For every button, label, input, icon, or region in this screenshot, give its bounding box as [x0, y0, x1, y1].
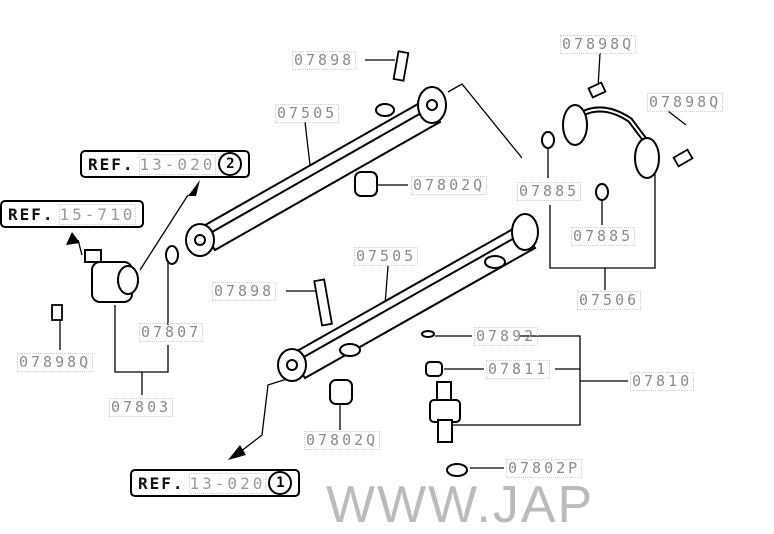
grommet-icon [425, 361, 443, 377]
o-ring-icon [595, 183, 609, 201]
fuel-rail-mid [277, 213, 539, 382]
part-label-07807[interactable]: 07807 [139, 323, 204, 342]
part-label-07811[interactable]: 07811 [486, 360, 551, 379]
insulator-icon [329, 379, 353, 405]
part-label-07802p[interactable]: 07802P [506, 459, 583, 478]
ref-circle-number: 2 [218, 152, 243, 176]
bolt-icon [313, 278, 333, 327]
part-label-07505[interactable]: 07505 [275, 104, 340, 123]
ref-13-020-2-link[interactable]: REF. 13-020 2 [80, 150, 251, 178]
ref-number[interactable]: 15-710 [58, 203, 137, 225]
injector-bracket [450, 335, 581, 426]
part-label-07898[interactable]: 07898 [212, 282, 277, 301]
insulator-icon [354, 171, 378, 197]
ref-prefix: REF. [8, 204, 55, 224]
seal-icon [421, 330, 435, 338]
ref-prefix: REF. [88, 154, 135, 174]
ref-number[interactable]: 13-020 [138, 153, 217, 175]
fuel-rail-top [185, 86, 447, 257]
part-label-07898q[interactable]: 07898Q [17, 353, 94, 372]
ref-15-710-link[interactable]: REF. 15-710 [0, 200, 145, 228]
pressure-regulator-icon [84, 249, 139, 303]
leader-line [597, 52, 601, 89]
ref-circle-number: 1 [268, 471, 293, 495]
leader-line [384, 265, 389, 306]
part-label-07802q[interactable]: 07802Q [411, 176, 488, 195]
ref-13-020-1-link[interactable]: REF. 13-020 1 [130, 469, 301, 497]
part-label-07898q[interactable]: 07898Q [647, 93, 724, 112]
watermark: WWW.JAP [326, 476, 595, 534]
fuel-pipe [562, 104, 660, 179]
leader-line [667, 110, 687, 126]
arrow-icon [66, 232, 80, 245]
ref-prefix: REF. [138, 473, 185, 493]
part-label-07505[interactable]: 07505 [354, 247, 419, 266]
bolt-icon [392, 50, 410, 82]
bolt-icon [672, 148, 694, 168]
part-label-07898[interactable]: 07898 [292, 51, 357, 70]
part-label-07892[interactable]: 07892 [474, 327, 539, 346]
arrow-icon [228, 445, 246, 460]
bolt-icon [587, 81, 607, 99]
leader-line [239, 377, 291, 453]
leader-line [304, 121, 311, 166]
o-ring-icon [541, 131, 555, 149]
part-label-07885[interactable]: 07885 [571, 227, 636, 246]
part-label-07802q[interactable]: 07802Q [304, 431, 381, 450]
part-label-07810[interactable]: 07810 [630, 372, 695, 391]
part-label-07885[interactable]: 07885 [517, 182, 582, 201]
injector-icon [429, 381, 461, 443]
pipe-bracket [549, 160, 656, 269]
arrow-icon [188, 180, 200, 196]
ref-number[interactable]: 13-020 [188, 472, 267, 494]
bolt-icon [51, 304, 63, 321]
part-label-07506[interactable]: 07506 [577, 291, 642, 310]
part-label-07803[interactable]: 07803 [109, 398, 174, 417]
o-ring-icon [165, 245, 179, 265]
leader-line [139, 194, 189, 271]
part-label-07898q[interactable]: 07898Q [560, 35, 637, 54]
seal-icon [446, 463, 468, 477]
leader-line [447, 83, 523, 159]
